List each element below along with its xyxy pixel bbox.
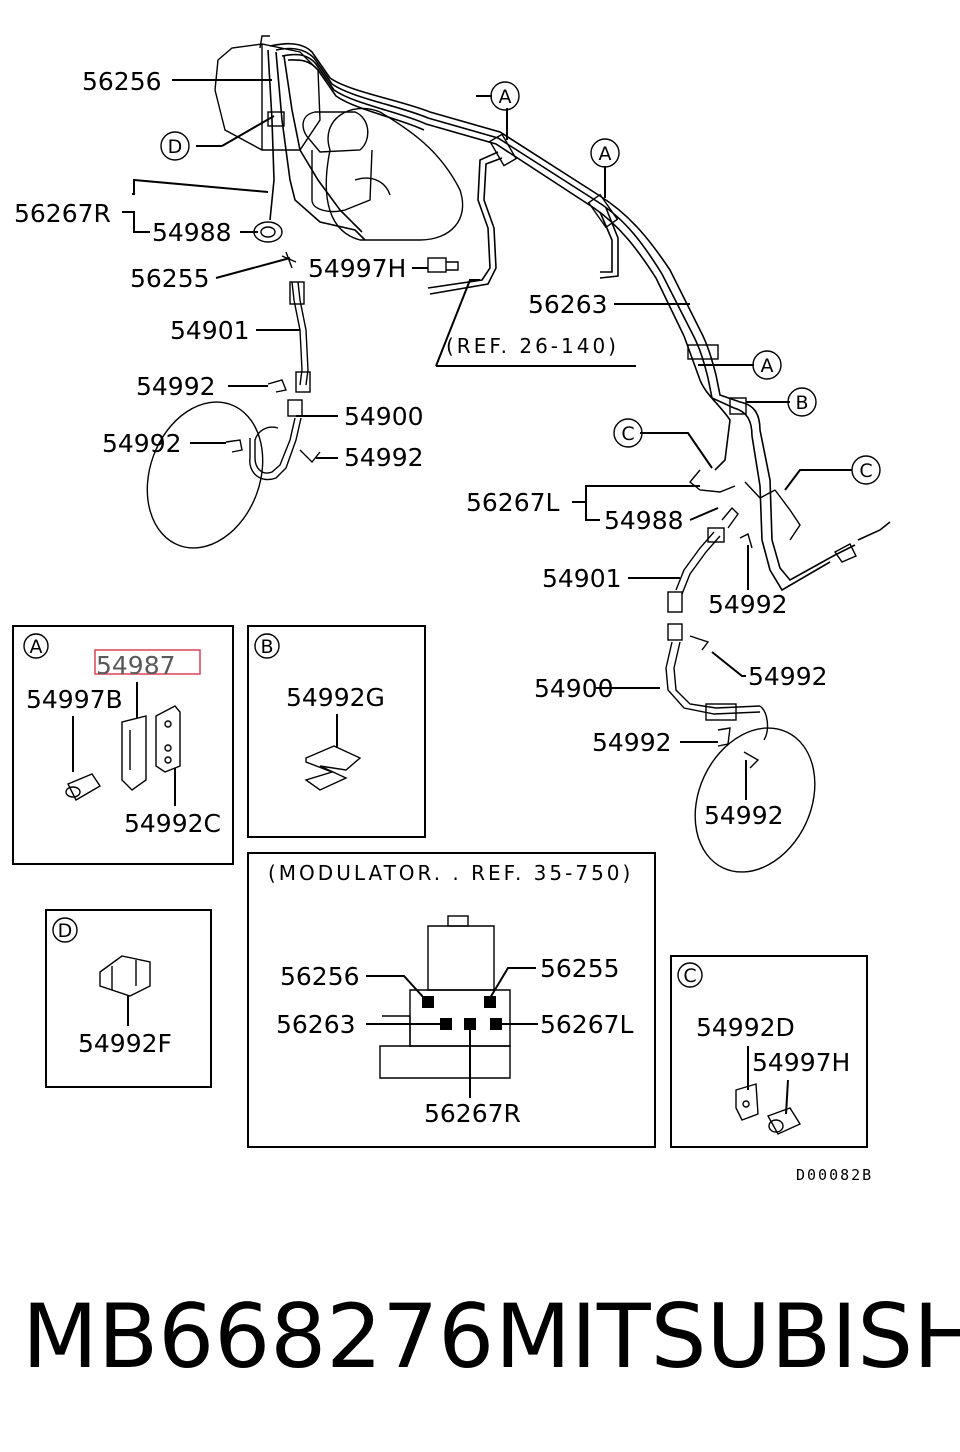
label-56267r: 56267R [424,1099,521,1128]
label-56267l: 56267L [540,1010,634,1039]
highlighted-part-54987: 54987 [96,651,176,680]
inset-c-tag: C [683,965,696,987]
callout-markers: D A A A B C C [160,81,881,485]
brand-name: MITSUBISHI [495,1285,960,1388]
flex-hose-left [146,281,321,549]
callout-d-main: D [168,136,183,158]
label-54992: 54992 [136,372,216,401]
label-54900: 54900 [344,402,424,431]
label-56267l: 56267L [466,488,560,517]
label-56267r: 56267R [14,199,111,228]
callout-a-2: A [599,143,612,165]
highlight-box [94,649,201,675]
inset-modulator: (MODULATOR. . REF. 35-750) 56256 56255 5… [247,852,656,1148]
callout-c-1: C [621,423,634,445]
label-54992g: 54992G [286,683,385,712]
label-54997h: 54997H [752,1048,850,1077]
inset-b: B 54992G [247,625,426,838]
label-54992: 54992 [748,662,828,691]
label-54901: 54901 [542,564,622,593]
label-54992: 54992 [592,728,672,757]
inset-b-tag: B [260,636,273,658]
label-54992d: 54992D [696,1013,795,1042]
label-54901: 54901 [170,316,250,345]
label-54988: 54988 [604,506,684,535]
inset-a: A 54987 54997B 54992C [12,625,234,865]
part-labels: 56256 56267R 54988 56255 54997H 54901 54… [14,67,828,830]
master-cylinder-illustration [214,35,464,241]
inset-d-tag: D [58,920,73,942]
brake-pipes [267,42,891,592]
inset-a-tag: A [30,636,43,658]
label-56263: 56263 [276,1010,356,1039]
label-54992: 54992 [344,443,424,472]
label-54997h: 54997H [308,254,406,283]
label-56256: 56256 [280,962,360,991]
leader-lines [122,79,852,800]
label-56263: 56263 [528,290,608,319]
footer: MB668276 MITSUBISHI [0,1282,960,1392]
reference-26-140: (REF. 26-140) [446,334,619,358]
label-54992: 54992 [704,801,784,830]
label-56255: 56255 [540,954,620,983]
callout-c-2: C [859,460,872,482]
inset-c: C 54992D 54997H [670,955,868,1148]
label-54900: 54900 [534,674,614,703]
label-54992c: 54992C [124,809,221,838]
label-56256: 56256 [82,67,162,96]
callout-a-1: A [499,86,512,108]
flex-hose-right [665,469,857,873]
label-54997b: 54997B [26,685,123,714]
label-54988: 54988 [152,218,232,247]
diagram-code: D00082B [796,1166,873,1184]
label-54992: 54992 [102,429,182,458]
callout-a-3: A [761,355,774,377]
label-56255: 56255 [130,264,210,293]
reference-modulator: (MODULATOR. . REF. 35-750) [268,861,633,885]
part-number: MB668276 [22,1285,495,1388]
label-54992: 54992 [708,590,788,619]
label-54992f: 54992F [78,1029,172,1058]
callout-b-main: B [795,392,808,414]
inset-d: D 54992F [45,909,212,1088]
